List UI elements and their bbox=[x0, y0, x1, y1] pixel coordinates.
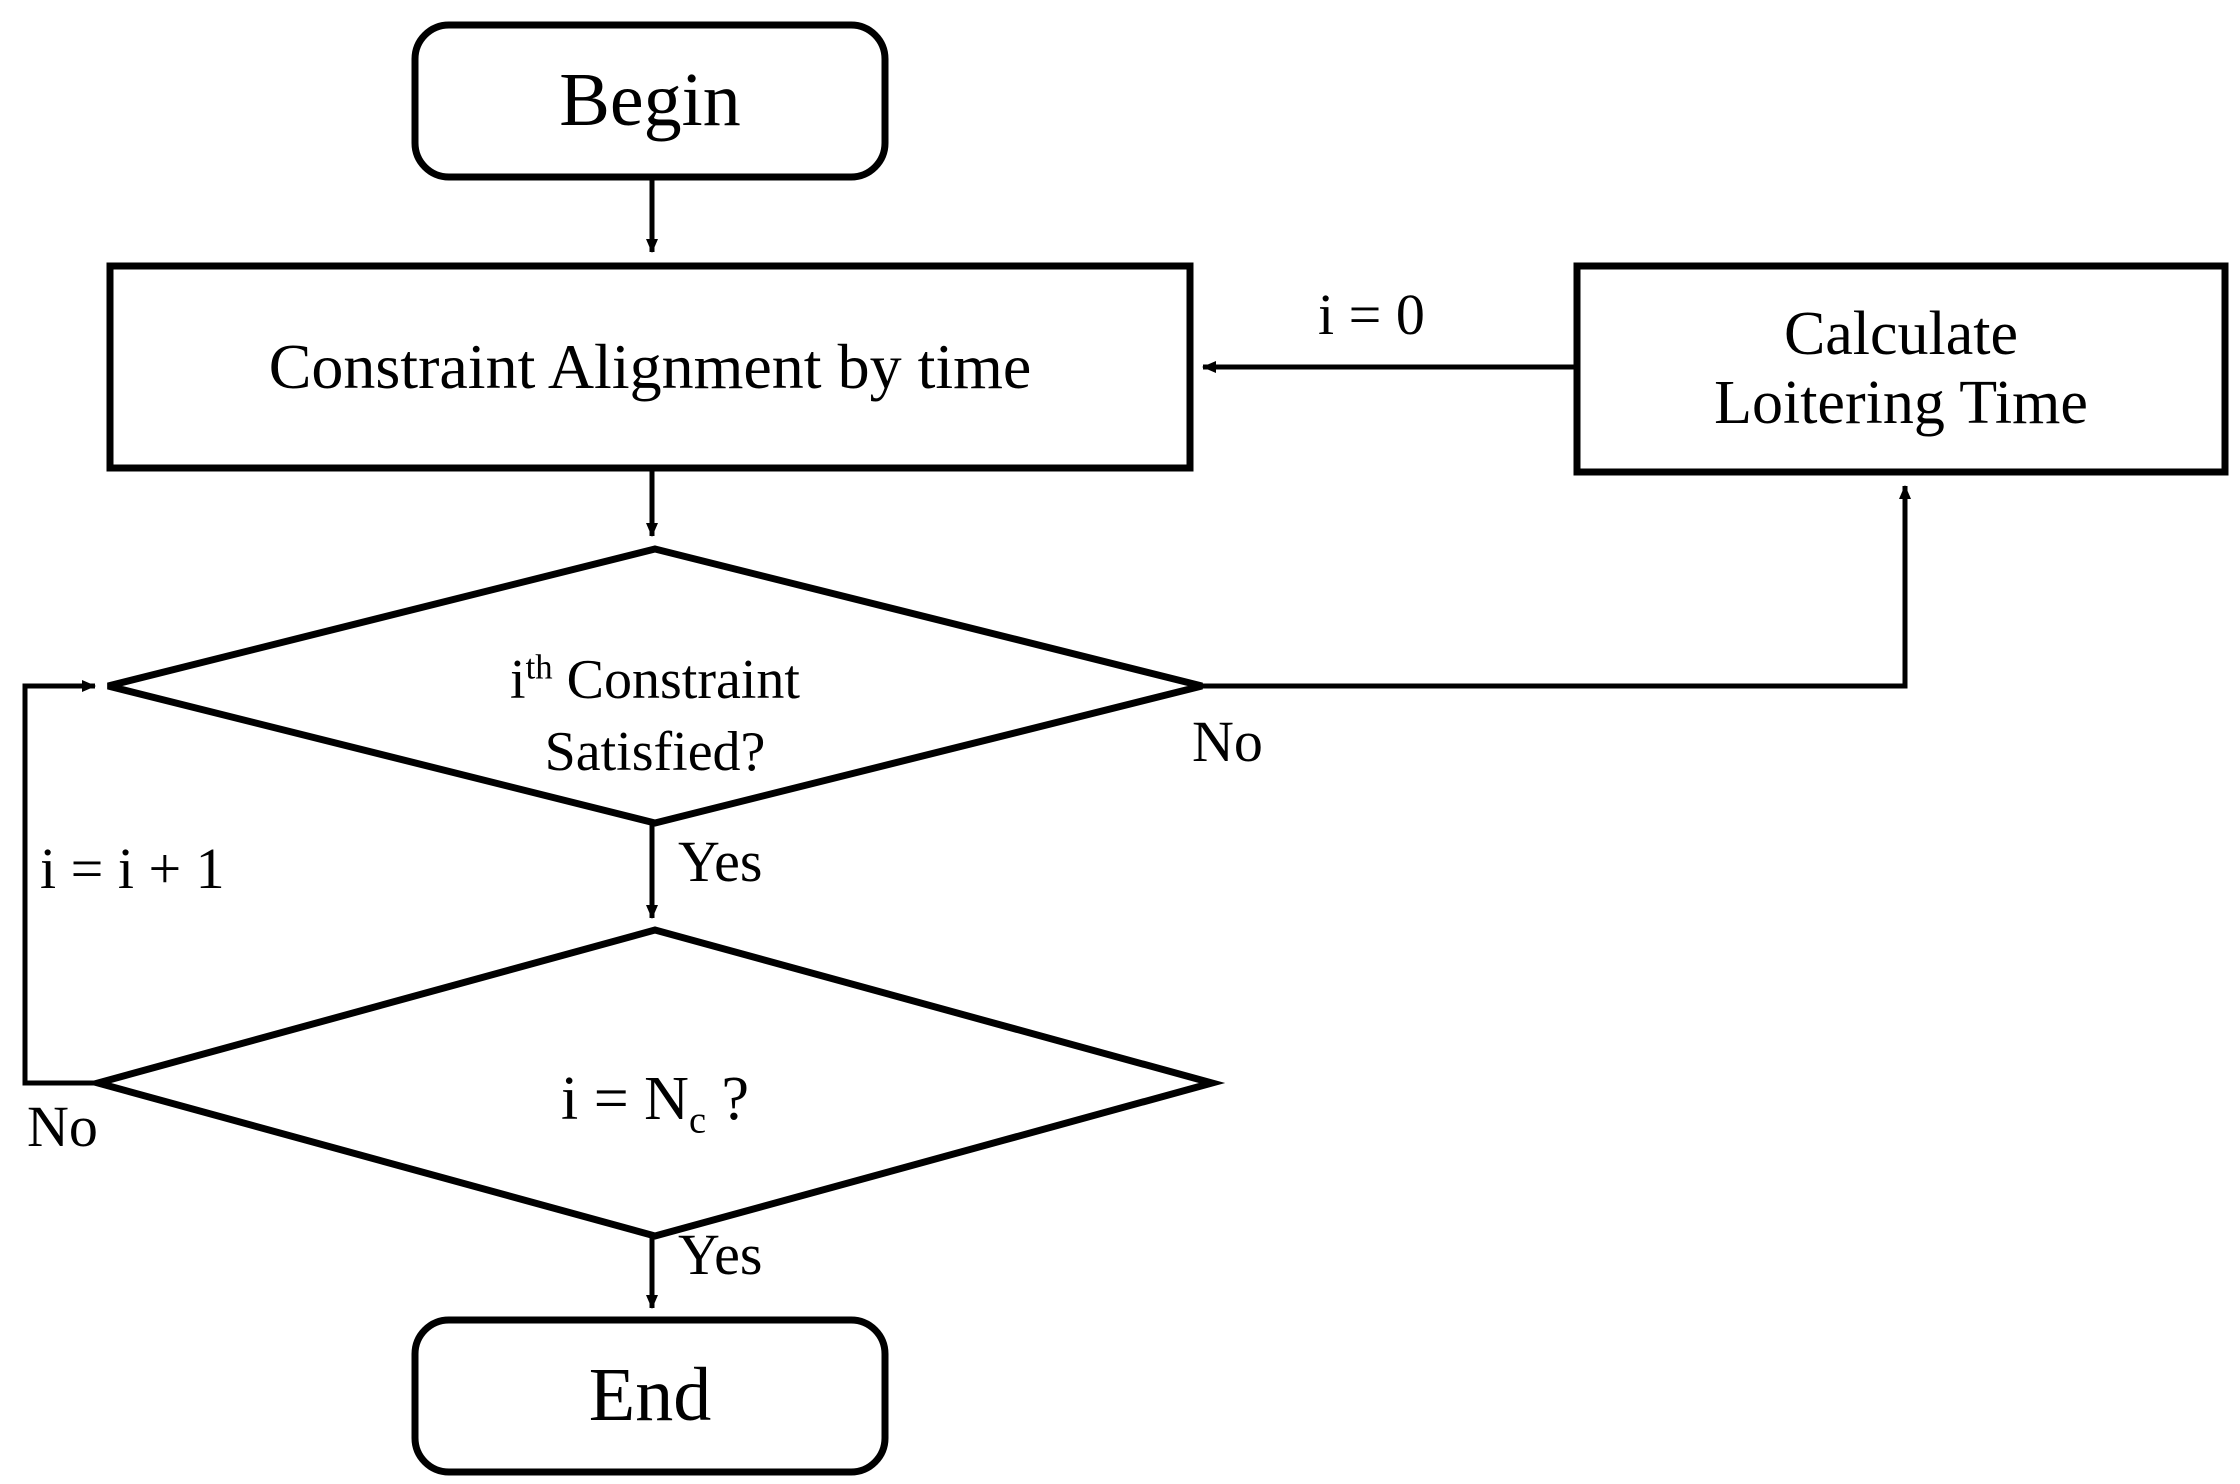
edge-label-increment: i = i + 1 bbox=[40, 836, 225, 901]
node-constraint-alignment-shape[interactable] bbox=[106, 262, 1194, 472]
node-calculate-loitering-shape[interactable] bbox=[1573, 262, 2229, 476]
node-constraint-check-shape[interactable] bbox=[107, 545, 1203, 827]
edge-constraint-check-no bbox=[1202, 485, 1911, 689]
edge-counter-check-no bbox=[22, 680, 98, 1086]
edge-label-constraint-check-no: No bbox=[1192, 709, 1263, 774]
edge-label-counter-check-yes: Yes bbox=[678, 1222, 763, 1287]
node-begin-shape[interactable] bbox=[411, 21, 889, 181]
edge-label-constraint-check-yes: Yes bbox=[678, 829, 763, 894]
node-counter-check-shape[interactable] bbox=[84, 926, 1226, 1240]
edge-label-init-counter: i = 0 bbox=[1318, 282, 1425, 347]
node-end-shape[interactable] bbox=[411, 1316, 889, 1476]
edge-label-counter-check-no: No bbox=[27, 1094, 98, 1159]
